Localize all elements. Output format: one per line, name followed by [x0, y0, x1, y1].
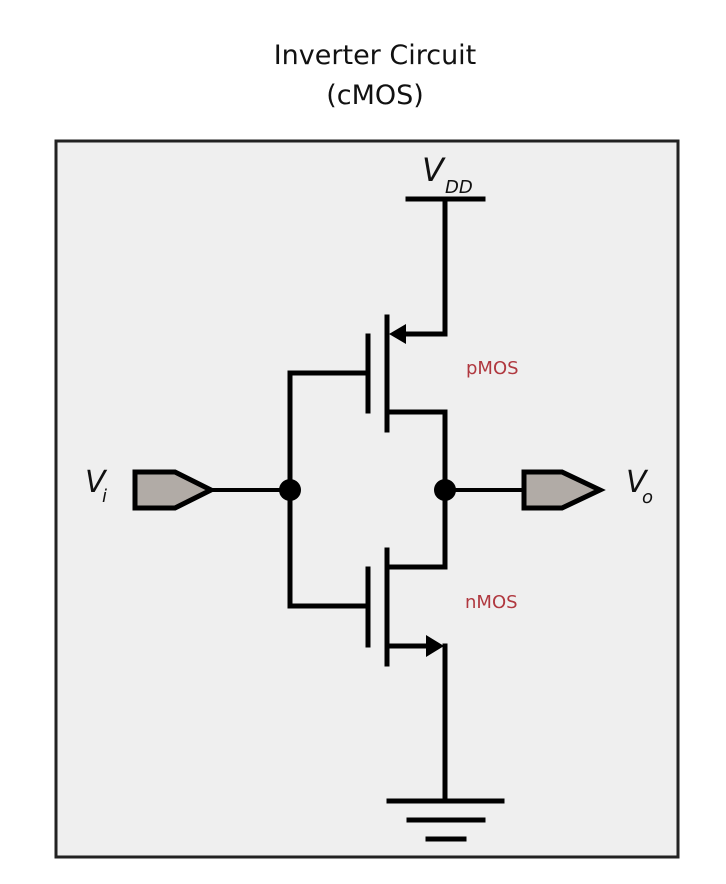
vo-label: V o	[626, 465, 653, 508]
nmos-label: nMOS	[465, 592, 518, 613]
output-port-pad	[521, 469, 606, 511]
vo-subscript: o	[642, 487, 653, 508]
vdd-symbol: V	[422, 151, 446, 189]
pmos-transistor	[287, 314, 448, 433]
vi-label: V i	[85, 465, 108, 507]
pmos-label: pMOS	[466, 358, 519, 379]
vdd-subscript: DD	[445, 177, 473, 198]
vi-subscript: i	[102, 486, 107, 507]
vo-symbol: V	[626, 465, 649, 500]
input-port-pad	[132, 469, 217, 511]
nmos-transistor	[287, 547, 448, 667]
input-junction-dot	[279, 479, 301, 501]
pmos-arrow-icon	[389, 324, 406, 344]
vdd-label: V DD	[422, 151, 473, 198]
title-line-1: Inverter Circuit	[273, 40, 477, 71]
title-line-2: (cMOS)	[326, 80, 424, 111]
nmos-arrow-icon	[426, 635, 444, 657]
vi-symbol: V	[85, 465, 108, 500]
ground-icon	[386, 798, 505, 842]
